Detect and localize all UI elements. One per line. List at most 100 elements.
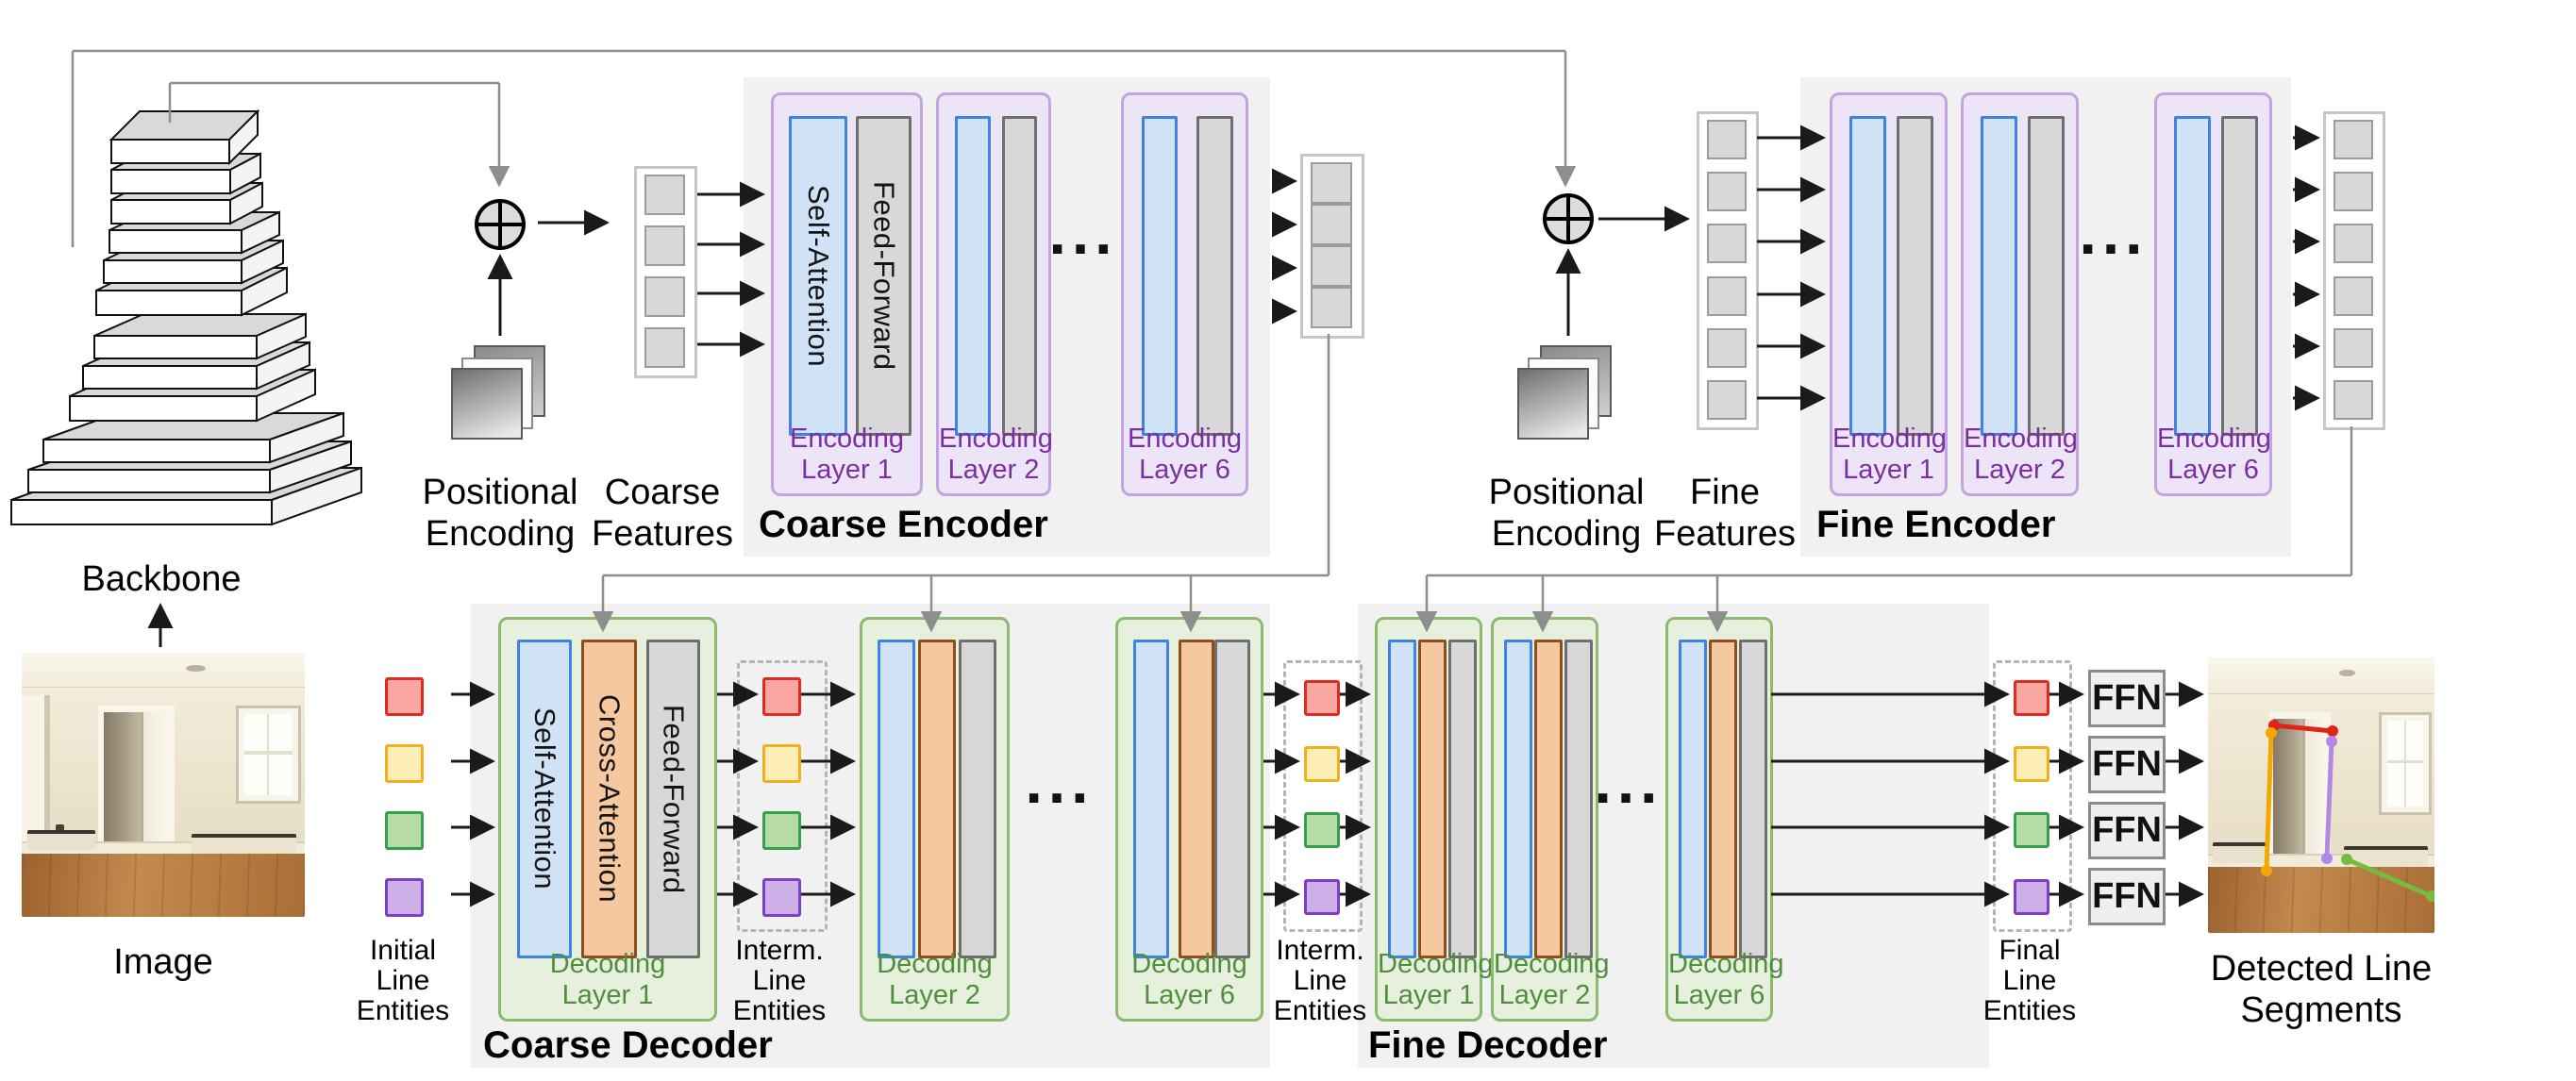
feature-token	[1311, 245, 1352, 287]
cross-attention-block	[1179, 640, 1214, 958]
feature-token	[1311, 204, 1352, 245]
fine-encoder-output-column	[2323, 111, 2385, 430]
feature-token	[1311, 287, 1352, 328]
pe-sheet-front	[451, 368, 523, 440]
wood-floor	[22, 853, 305, 917]
window-mullion	[2386, 759, 2423, 764]
feature-token	[644, 175, 685, 215]
feed-forward-block	[1897, 116, 1933, 436]
self-attention-block	[1388, 640, 1416, 958]
feed-forward-block	[2221, 116, 2258, 436]
window	[235, 705, 301, 804]
backbone-stack	[10, 108, 362, 526]
decoder-ellipsis: ...	[1025, 746, 1095, 816]
feature-token	[1707, 172, 1747, 212]
final-line-entity-red	[2014, 680, 2049, 716]
window-mullion	[266, 713, 269, 795]
initial-line-entity-red	[385, 677, 424, 716]
ceiling-light	[2339, 670, 2355, 677]
self-attention-block: Self-Attention	[517, 640, 572, 958]
cross-attention-block	[1418, 640, 1447, 958]
interm-line-entity-purple	[1304, 879, 1340, 915]
feature-token	[2333, 380, 2373, 420]
feature-token	[1707, 327, 1747, 368]
feature-token	[1707, 224, 1747, 264]
self-attention-label: Self-Attention	[528, 707, 561, 890]
heater	[192, 834, 296, 856]
ffn-head-3: FFN	[2088, 802, 2166, 859]
interm-entities-box-fine	[1283, 660, 1363, 932]
final-entities-box	[1993, 660, 2072, 932]
feed-forward-block	[1739, 640, 1767, 958]
self-attention-block: Self-Attention	[789, 116, 847, 436]
self-attention-block	[2174, 116, 2211, 436]
feature-token	[1311, 162, 1352, 204]
initial-line-entity-yellow	[385, 744, 424, 783]
input-room-photo	[22, 653, 305, 917]
self-attention-block	[878, 640, 915, 958]
interm-entities-box-coarse	[737, 660, 828, 932]
room-ceiling	[2208, 657, 2434, 694]
add-positional-encoding-icon	[475, 199, 526, 250]
feed-forward-block	[1448, 640, 1477, 958]
self-attention-block	[1142, 116, 1178, 436]
positional-encoding-icon	[451, 345, 545, 440]
self-attention-label: Self-Attention	[802, 184, 835, 368]
encoder-ellipsis: ...	[1048, 197, 1118, 267]
side-door	[22, 694, 50, 854]
feed-forward-block	[1214, 640, 1250, 958]
initial-line-entity-green	[385, 811, 424, 850]
coarse-decoder-title: Coarse Decoder	[483, 1024, 773, 1066]
decoder-ellipsis: ...	[1594, 746, 1664, 816]
cross-attention-block	[918, 640, 956, 958]
final-line-entity-green	[2014, 812, 2049, 848]
positional-encoding-icon	[1517, 345, 1612, 440]
encoder-ellipsis: ...	[2079, 197, 2149, 267]
self-attention-block	[955, 116, 991, 436]
detected-segment-yellow	[2264, 730, 2274, 873]
feature-token	[2333, 120, 2373, 159]
ffn-head-2: FFN	[2088, 736, 2166, 793]
outlet	[56, 824, 64, 836]
line-segment-overlay	[2261, 720, 2434, 902]
interm-line-entity-red	[762, 677, 801, 716]
add-positional-encoding-icon	[1543, 193, 1594, 244]
feed-forward-block	[1564, 640, 1593, 958]
detected-segment-red	[2271, 723, 2335, 734]
feed-forward-block: Feed-Forward	[646, 640, 700, 958]
self-attention-block	[1981, 116, 2017, 436]
interm-line-entity-yellow	[1304, 746, 1340, 782]
feed-forward-label: Feed-Forward	[657, 704, 691, 894]
detected-room-photo	[2208, 657, 2434, 933]
cross-attention-block: Cross-Attention	[581, 640, 637, 958]
feature-token	[2333, 327, 2373, 368]
feed-forward-block	[1196, 116, 1233, 436]
feature-token	[2333, 224, 2373, 264]
coarse-decoding-layer-1: Self-Attention Cross-Attention Feed-Forw…	[498, 617, 717, 1022]
feature-token	[644, 225, 685, 266]
heater	[2344, 846, 2428, 869]
feature-token	[1707, 275, 1747, 316]
wood-floor	[2208, 866, 2434, 933]
cross-attention-block	[1534, 640, 1563, 958]
